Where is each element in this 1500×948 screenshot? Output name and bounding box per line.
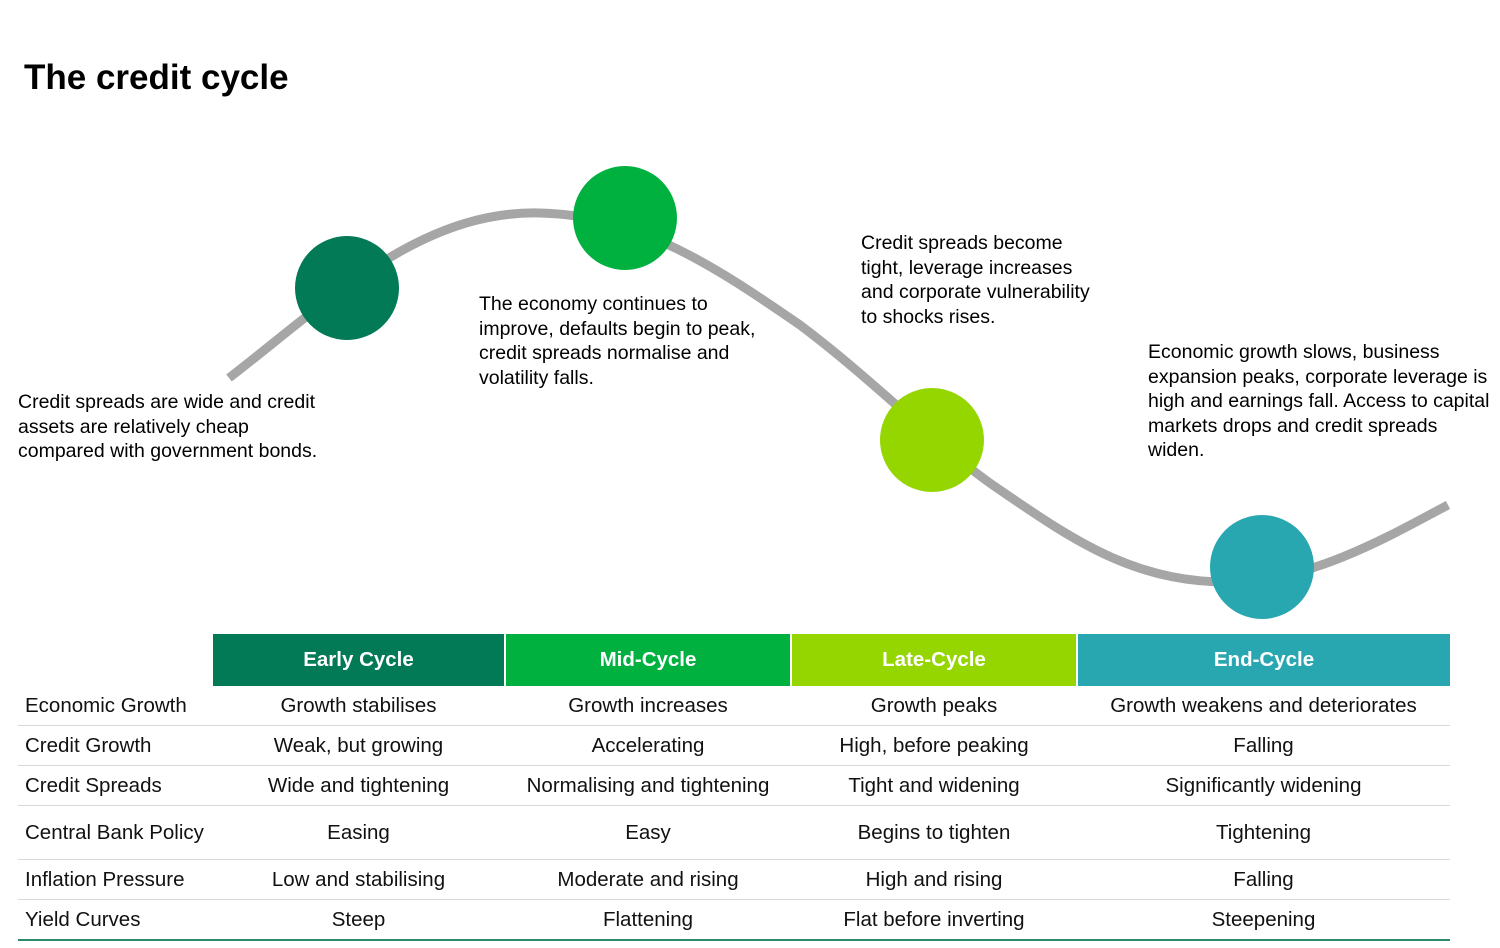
header-blank-cell <box>18 634 212 686</box>
table-cell: Falling <box>1077 725 1450 766</box>
row-label: Credit Spreads <box>18 765 212 806</box>
phase-marker-late <box>880 388 984 492</box>
table-cell: Growth peaks <box>791 686 1077 726</box>
table-cell: Significantly widening <box>1077 765 1450 806</box>
end-cycle-description: Economic growth slows, business expansio… <box>1148 341 1490 461</box>
table-cell: Low and stabilising <box>212 859 505 900</box>
table-cell: High, before peaking <box>791 725 1077 766</box>
table-cell: Easing <box>212 805 505 860</box>
table-cell: Tight and widening <box>791 765 1077 806</box>
table-cell: Flat before inverting <box>791 899 1077 941</box>
row-label: Credit Growth <box>18 725 212 766</box>
row-label: Inflation Pressure <box>18 859 212 900</box>
credit-cycle-curve-diagram <box>226 166 1451 619</box>
table-row: Credit Spreads Wide and tightening Norma… <box>18 765 1450 806</box>
table-cell: Growth weakens and deteriorates <box>1077 686 1450 726</box>
phase-header-early: Early Cycle <box>211 634 505 686</box>
cycle-characteristics-table: Early Cycle Mid-Cycle Late-Cycle End-Cyc… <box>18 634 1450 941</box>
early-cycle-description: Credit spreads are wide and credit asset… <box>18 391 318 462</box>
table-row: Inflation Pressure Low and stabilising M… <box>18 859 1450 900</box>
table-cell: Flattening <box>505 899 791 941</box>
row-label: Central Bank Policy <box>18 805 212 860</box>
table-cell: Moderate and rising <box>505 859 791 900</box>
phase-header-end: End-Cycle <box>1076 634 1450 686</box>
table-cell: Accelerating <box>505 725 791 766</box>
row-label: Economic Growth <box>18 686 212 726</box>
phase-header-late: Late-Cycle <box>790 634 1077 686</box>
table-row: Credit Growth Weak, but growing Accelera… <box>18 725 1450 766</box>
table-cell: Easy <box>505 805 791 860</box>
table-cell: Falling <box>1077 859 1450 900</box>
table-cell: Begins to tighten <box>791 805 1077 860</box>
late-cycle-description: Credit spreads become tight, leverage in… <box>861 232 1090 328</box>
table-cell: Wide and tightening <box>212 765 505 806</box>
phase-marker-mid <box>573 166 677 270</box>
table-row: Central Bank Policy Easing Easy Begins t… <box>18 805 1450 860</box>
table-cell: Weak, but growing <box>212 725 505 766</box>
table-cell: Growth stabilises <box>212 686 505 726</box>
phase-marker-end <box>1210 515 1314 619</box>
table-cell: Tightening <box>1077 805 1450 860</box>
phase-header-row: Early Cycle Mid-Cycle Late-Cycle End-Cyc… <box>18 634 1450 686</box>
table-cell: Steep <box>212 899 505 941</box>
mid-cycle-description: The economy continues to improve, defaul… <box>479 293 756 389</box>
table-row: Economic Growth Growth stabilises Growth… <box>18 686 1450 726</box>
phase-marker-early <box>295 236 399 340</box>
phase-header-mid: Mid-Cycle <box>504 634 791 686</box>
row-label: Yield Curves <box>18 899 212 941</box>
table-cell: Normalising and tightening <box>505 765 791 806</box>
table-row: Yield Curves Steep Flattening Flat befor… <box>18 899 1450 941</box>
table-cell: Growth increases <box>505 686 791 726</box>
page-title: The credit cycle <box>24 58 289 97</box>
table-cell: Steepening <box>1077 899 1450 941</box>
table-cell: High and rising <box>791 859 1077 900</box>
